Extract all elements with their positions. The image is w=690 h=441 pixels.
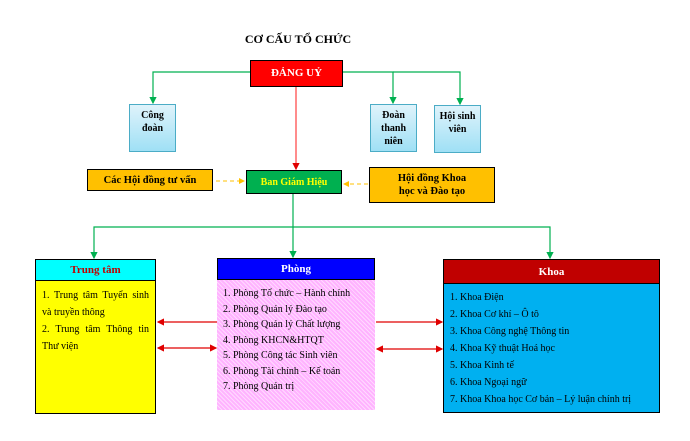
list-item: 3. Khoa Công nghệ Thông tin	[450, 326, 570, 337]
list-item: 4. Phòng KHCN&HTQT	[223, 334, 324, 346]
list-item: 2. Trung tâm Thông tin Thư viện	[42, 324, 149, 352]
centers-panel: Trung tâm 1. Trung tâm Tuyển sinh và tru…	[35, 259, 156, 414]
list-item: 2. Phòng Quản lý Đào tạo	[223, 303, 327, 315]
list-item: 1. Khoa Điện	[450, 292, 504, 303]
list-item: 3. Phòng Quản lý Chất lượng	[223, 319, 341, 330]
list-item: 7. Khoa Khoa học Cơ bản – Lý luận chính …	[450, 394, 632, 405]
list-item: 5. Phòng Công tác Sinh viên	[223, 350, 338, 361]
student-association-box: Hội sinh viên	[434, 105, 481, 153]
chart-title: CƠ CẤU TỔ CHỨC	[244, 32, 352, 46]
list-item: 7. Phòng Quản trị	[223, 381, 295, 392]
connector-board-faculties	[293, 226, 554, 260]
offices-panel: Phòng 1. Phòng Tổ chức – Hành chính 2. P…	[217, 258, 375, 410]
list-item: 6. Phòng Tài chính – Kế toán	[223, 365, 341, 377]
list-item: 6. Khoa Ngoại ngữ	[450, 377, 527, 388]
list-item: 4. Khoa Kỹ thuật Hoá học	[450, 343, 555, 354]
youth-union-box: Đoàn thanh niên	[370, 104, 417, 152]
party-committee-box: ĐẢNG UỶ	[250, 60, 343, 87]
connector-party-youth	[343, 71, 397, 105]
faculties-panel: Khoa 1. Khoa Điện 2. Khoa Cơ khí – Ô tô …	[443, 259, 660, 413]
connector-board-down	[90, 194, 294, 260]
list-item: 5. Khoa Kinh tế	[450, 360, 514, 371]
centers-header: Trung tâm	[36, 260, 155, 281]
connector-party-students	[393, 71, 464, 106]
advisory-councils-box: Các Hội đồng tư vấn	[87, 169, 213, 191]
connector-party-union	[149, 71, 250, 105]
union-box: Công đoàn	[129, 104, 176, 152]
list-item: 2. Khoa Cơ khí – Ô tô	[450, 309, 539, 320]
board-of-directors-box: Ban Giám Hiệu	[246, 170, 342, 194]
faculties-header: Khoa	[444, 260, 659, 284]
list-item: 1. Phòng Tổ chức – Hành chính	[223, 288, 351, 299]
list-item: 1. Trung tâm Tuyển sinh và truyền thông	[42, 290, 149, 318]
science-training-council-box: Hội đồng Khoa học và Đào tạo	[369, 167, 495, 203]
offices-header: Phòng	[217, 258, 375, 280]
